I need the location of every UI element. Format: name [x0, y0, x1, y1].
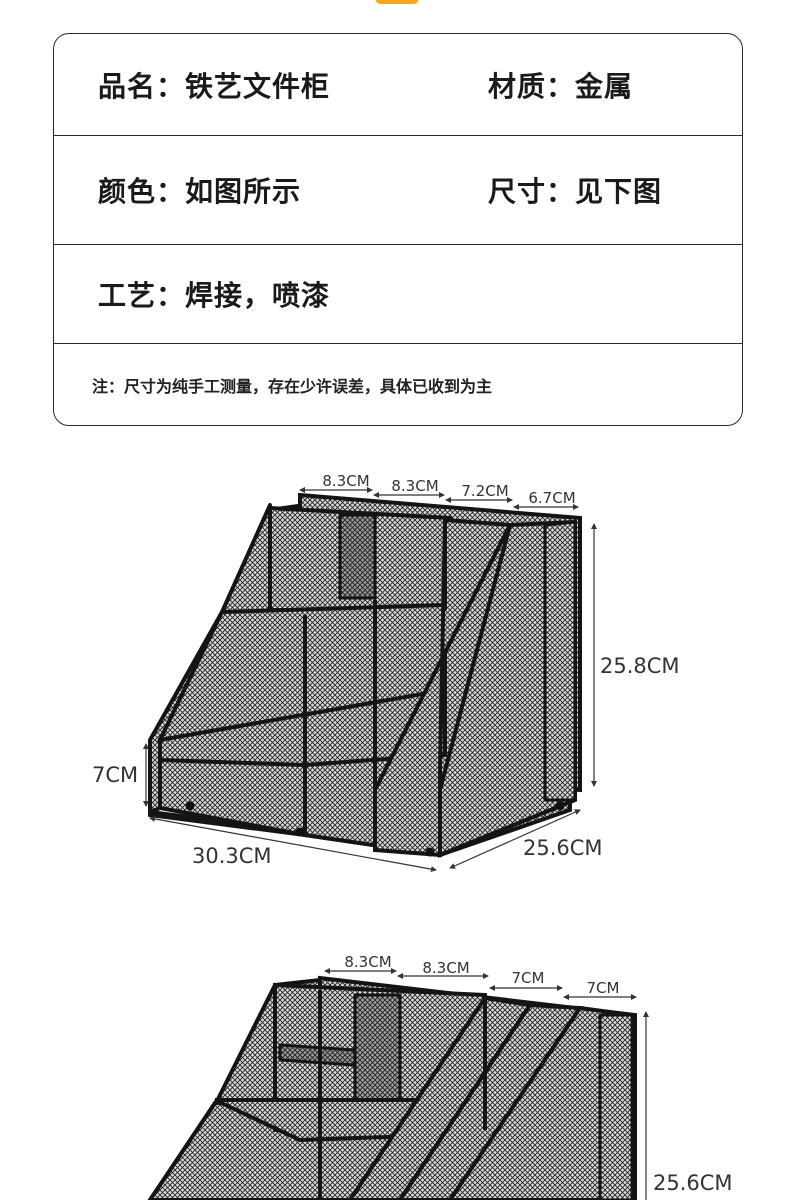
dim-label-p2-w1: 8.3CM — [344, 953, 391, 971]
dim-label-p1-w2: 8.3CM — [391, 477, 438, 495]
spec-row-craft: 工艺：焊接，喷漆 — [54, 244, 742, 344]
dim-label-p1-width: 30.3CM — [192, 844, 272, 868]
dim-label-p2-w3: 7CM — [512, 969, 545, 987]
dim-line-p1-width — [149, 815, 437, 873]
spec-table: 品名：铁艺文件柜 材质：金属 颜色：如图所示 尺寸：见下图 工艺：焊接，喷漆 注… — [53, 33, 743, 426]
spec-row-color-size: 颜色：如图所示 尺寸：见下图 — [54, 135, 742, 245]
dim-line-p1-depth — [449, 809, 581, 869]
dim-label-p2-height: 25.6CM — [653, 1171, 733, 1195]
dim-label-p1-w1: 8.3CM — [322, 472, 369, 490]
spec-note: 注：尺寸为纯手工测量，存在少许误差，具体已收到为主 — [92, 377, 493, 396]
spec-row-note: 注：尺寸为纯手工测量，存在少许误差，具体已收到为主 — [54, 343, 742, 425]
product-1-organizer — [148, 492, 582, 858]
dim-label-p1-height: 25.8CM — [600, 654, 680, 678]
top-accent-bar — [375, 0, 419, 4]
dim-label-p1-w3: 7.2CM — [461, 482, 508, 500]
spec-size: 尺寸：见下图 — [488, 174, 663, 208]
dim-label-p1-shelf: 7CM — [92, 763, 138, 787]
dim-label-p2-w4: 7CM — [587, 979, 620, 997]
spec-color: 颜色：如图所示 — [98, 174, 302, 208]
dim-label-p1-w4: 6.7CM — [528, 489, 575, 507]
dim-label-p1-depth: 25.6CM — [523, 836, 603, 860]
product-2-organizer — [147, 975, 637, 1200]
spec-craft: 工艺：焊接，喷漆 — [98, 278, 331, 312]
spec-product-name: 品名：铁艺文件柜 — [98, 69, 331, 103]
spec-material: 材质：金属 — [488, 69, 634, 103]
spec-row-name-material: 品名：铁艺文件柜 材质：金属 — [54, 34, 742, 136]
dim-label-p2-w2: 8.3CM — [422, 959, 469, 977]
